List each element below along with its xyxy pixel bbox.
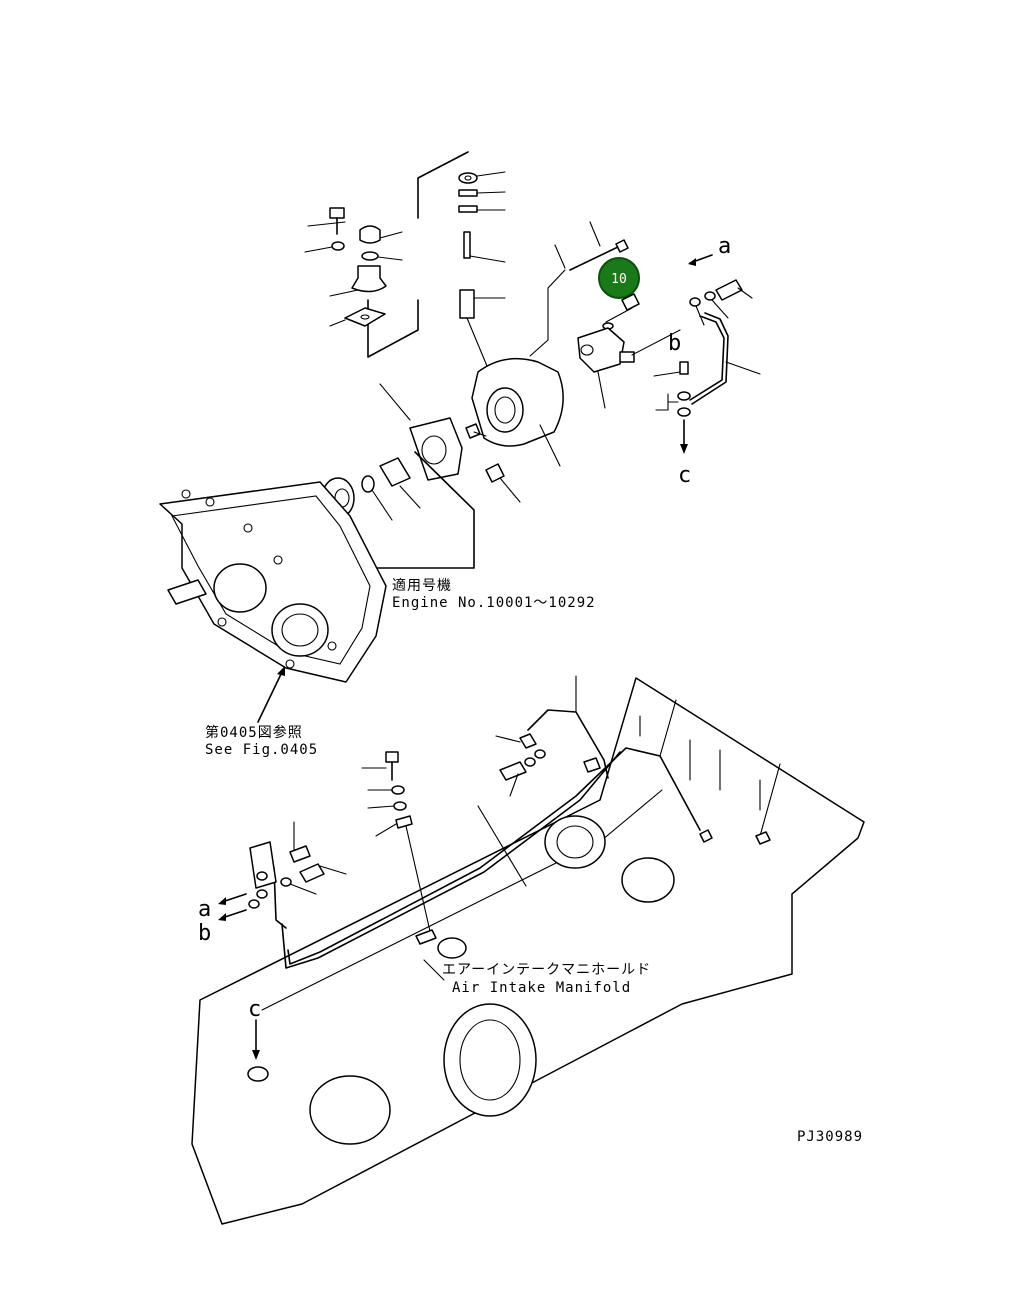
see-fig-arrow: 第0405図参照 See Fig.0405 (205, 666, 318, 758)
gasket-large (379, 383, 463, 481)
bolt-pair (602, 293, 640, 330)
marker-b-label: b (668, 331, 681, 356)
valve-block (577, 327, 681, 409)
gasket-part-small (329, 307, 386, 327)
pump-housing (471, 357, 564, 467)
manifold-jp-label: エアーインテークマニホールド (442, 962, 651, 978)
marker-a-left-label: a (198, 897, 211, 922)
marker-b-left-label: b (198, 921, 211, 946)
see-fig-en-label: See Fig.0405 (205, 742, 318, 758)
applicable-machine-label: 適用号機 (392, 577, 452, 594)
timing-gear-case (159, 481, 387, 683)
air-intake-manifold (191, 677, 865, 1225)
see-fig-jp-label: 第0405図参照 (205, 724, 303, 741)
marker-a-left: a (198, 893, 247, 922)
marker-a-label: a (718, 234, 731, 259)
cap-screw-part (307, 207, 346, 235)
pin-part (459, 231, 506, 367)
callout-number: 10 (611, 272, 627, 287)
engine-number-label: Engine No.10001～10292 (392, 595, 596, 611)
marker-c-label: c (678, 463, 691, 488)
bushing-part (379, 457, 421, 509)
tube-pipe-right (689, 312, 761, 405)
marker-b-top: b (653, 331, 689, 377)
washer-part-2 (361, 475, 393, 521)
callout-10[interactable]: 10 (598, 257, 640, 299)
filler-neck-part (329, 265, 387, 297)
bolt-right (689, 279, 753, 326)
fitting-parts (465, 423, 521, 503)
marker-b-left: b (198, 909, 247, 946)
clamp-parts (495, 675, 781, 845)
drawing-id: PJ30989 (797, 1129, 863, 1145)
washer-part-1 (304, 241, 345, 253)
manifold-en-label: Air Intake Manifold (452, 980, 631, 996)
long-bolt (529, 221, 629, 357)
marker-c-left-label: c (248, 997, 261, 1022)
bracket-bolts (248, 821, 347, 909)
cap-part (359, 225, 403, 244)
marker-c-left: c (248, 997, 261, 1060)
marker-a-top: a (688, 234, 731, 266)
lower-assembly: a b c エアーインテークマニホールド Air Intake Manifold (191, 675, 865, 1225)
bolt-left-vertical (361, 751, 437, 945)
washer-bracket: c (655, 391, 691, 488)
nut-stack (458, 171, 506, 213)
upper-assembly: 10 a (159, 151, 761, 758)
o-ring-part (361, 251, 403, 261)
